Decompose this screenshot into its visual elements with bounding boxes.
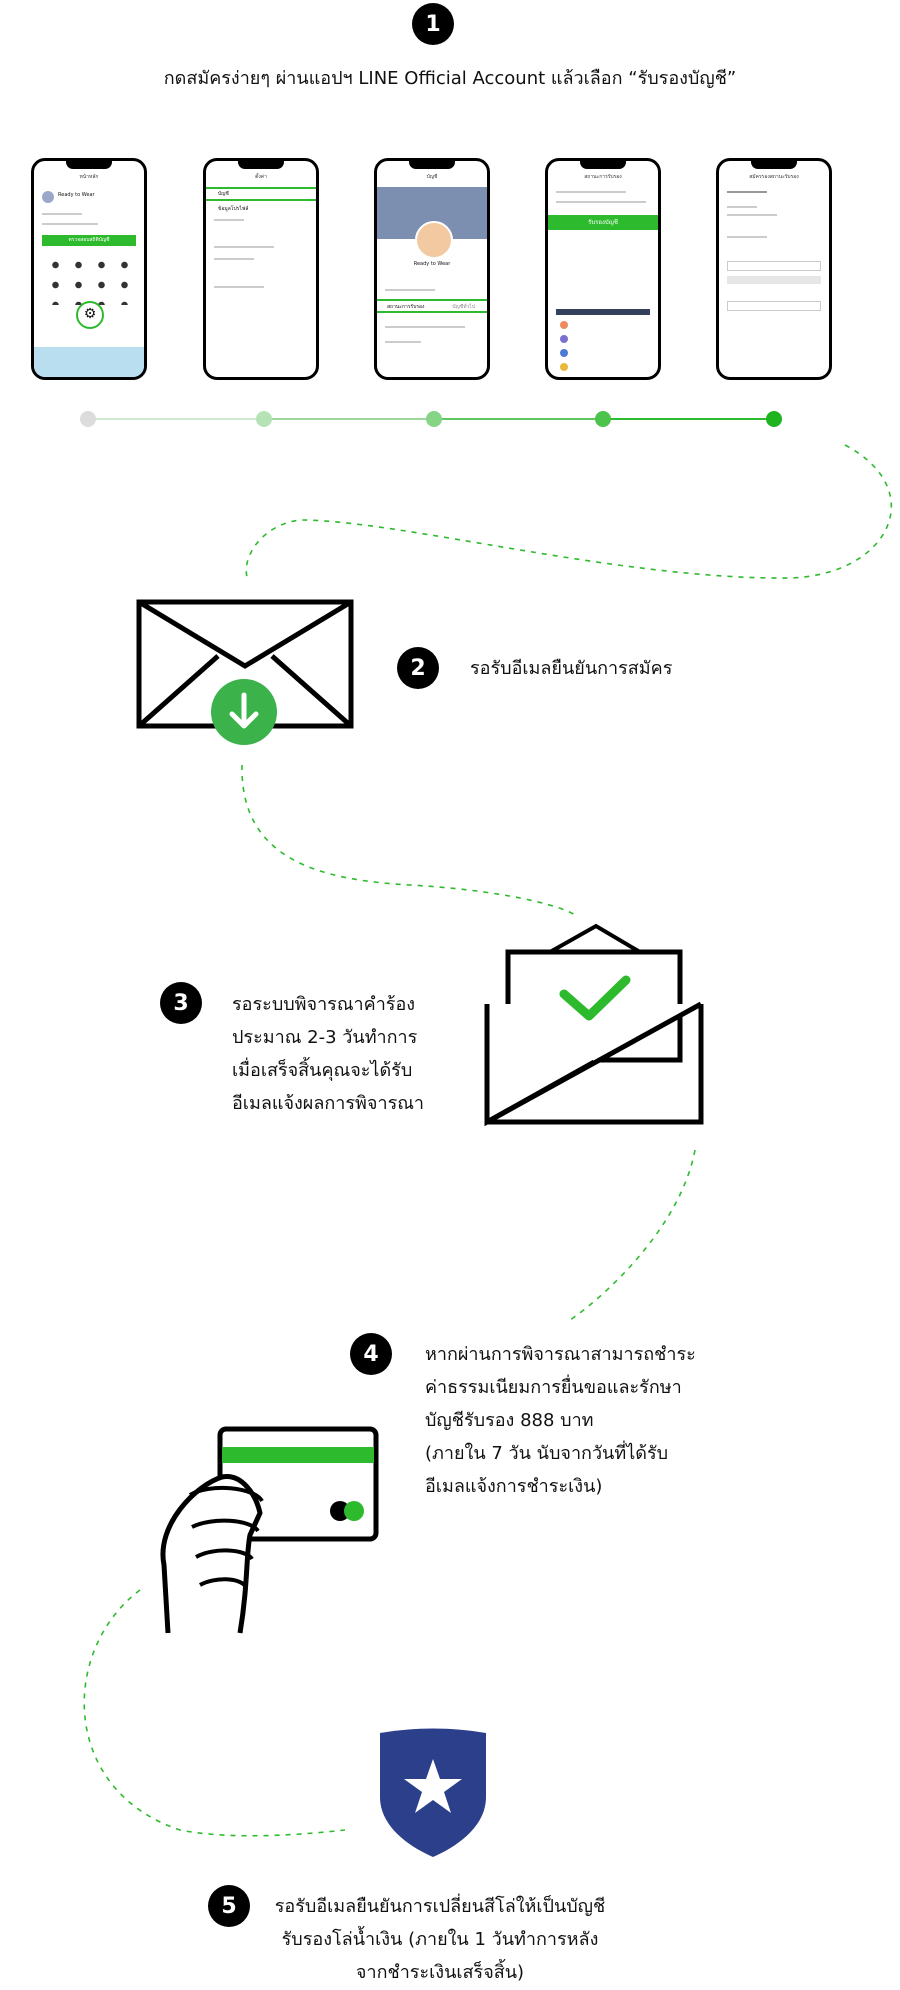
envelope-download-icon [136, 599, 354, 745]
stats-button[interactable]: ตรวจสอบสถิติบัญชี [42, 235, 136, 246]
phone-title: สมัครรองสถานะรับรอง [749, 174, 799, 180]
step-5-line: รอรับอีเมลยืนยันการเปลี่ยนสีโล่ให้เป็นบั… [274, 1896, 606, 1917]
brand-list-panel [556, 309, 650, 377]
verification-status-highlight[interactable] [377, 299, 487, 313]
menu-icons-grid [44, 255, 136, 305]
step-3-line: ประมาณ 2-3 วันทำการ [232, 1027, 418, 1048]
step-5-line: รับรองโล่น้ำเงิน (ภายใน 1 วันทำการหลัง [281, 1929, 599, 1950]
step-1-text: กดสมัครง่ายๆ ผ่านแอปฯ LINE Official Acco… [163, 68, 737, 89]
menu-account: บัญชี [218, 191, 229, 197]
banner [34, 347, 144, 377]
blue-shield-star-icon [380, 1728, 486, 1857]
profile-name: Ready to Wear [413, 261, 451, 267]
brand-dot-4 [560, 363, 568, 371]
brand-dot-3 [560, 349, 568, 357]
verification-value: บัญชีทั่วไป [452, 304, 475, 310]
settings-highlight[interactable]: ⚙ [76, 301, 104, 329]
verification-row: สถานะการรับรอง [387, 304, 425, 310]
step-4-line: หากผ่านการพิจารณาสามารถชำระ [425, 1344, 696, 1365]
phone-home-screen: หน้าหลัก Ready to Wear ตรวจสอบสถิติบัญชี… [31, 158, 147, 380]
phone-verification-screen: สถานะการรับรอง รับรองบัญชี [545, 158, 661, 380]
progress-dot-3 [426, 411, 442, 427]
step-4-line: ค่าธรรมเนียมการยื่นขอและรักษา [425, 1377, 682, 1398]
progress-dot-5 [766, 411, 782, 427]
step-4-number: 4 [350, 1333, 392, 1375]
step-2-text: รอรับอีเมลยืนยันการสมัคร [470, 658, 673, 679]
progress-dot-4 [595, 411, 611, 427]
phone-account-screen: บัญชี Ready to Wear สถานะการรับรอง บัญชี… [374, 158, 490, 380]
step-4-line: (ภายใน 7 วัน นับจากวันที่ได้รับ [425, 1443, 669, 1464]
menu-profile: ข้อมูลโปรไฟล์ [218, 206, 249, 212]
phone-title: สถานะการรับรอง [584, 174, 622, 180]
phone-settings-screen: ตั้งค่า บัญชี ข้อมูลโปรไฟล์ [203, 158, 319, 380]
step-3-text: รอระบบพิจารณาคำร้อง ประมาณ 2-3 วันทำการ … [232, 988, 424, 1120]
phone-title: หน้าหลัก [79, 174, 99, 180]
account-name: Ready to Wear [58, 192, 95, 198]
form-field-1[interactable] [727, 261, 821, 271]
step-5-text: รอรับอีเมลยืนยันการเปลี่ยนสีโล่ให้เป็นบั… [240, 1890, 640, 1989]
profile-avatar [415, 221, 453, 259]
phone-title: ตั้งค่า [255, 174, 267, 180]
phone-title: บัญชี [426, 174, 438, 180]
progress-track [88, 418, 774, 420]
progress-dot-1 [80, 411, 96, 427]
step-3-line: เมื่อเสร็จสิ้นคุณจะได้รับ [232, 1060, 413, 1081]
avatar [42, 191, 54, 203]
brand-dot-2 [560, 335, 568, 343]
form-field-2[interactable] [727, 276, 821, 284]
step-1-number: 1 [412, 3, 454, 45]
phone-application-form: สมัครรองสถานะรับรอง [716, 158, 832, 380]
step-5-number: 5 [208, 1885, 250, 1927]
step-5-line: จากชำระเงินเสร็จสิ้น) [355, 1962, 525, 1983]
step-3-number: 3 [160, 982, 202, 1024]
progress-dot-2 [256, 411, 272, 427]
step-2-number: 2 [397, 647, 439, 689]
envelope-check-icon [484, 923, 704, 1127]
step-4-line: บัญชีรับรอง 888 บาท [425, 1410, 594, 1431]
step-4-text: หากผ่านการพิจารณาสามารถชำระ ค่าธรรมเนียม… [425, 1338, 696, 1503]
account-menu-highlight[interactable] [206, 187, 316, 201]
card-hand-icon [160, 1426, 379, 1634]
step-3-line: รอระบบพิจารณาคำร้อง [232, 994, 416, 1015]
brand-dot-1 [560, 321, 568, 329]
step-4-line: อีเมลแจ้งการชำระเงิน) [425, 1476, 603, 1497]
form-field-3[interactable] [727, 301, 821, 311]
step-3-line: อีเมลแจ้งผลการพิจารณา [232, 1093, 425, 1114]
verify-account-button[interactable]: รับรองบัญชี [548, 215, 658, 230]
